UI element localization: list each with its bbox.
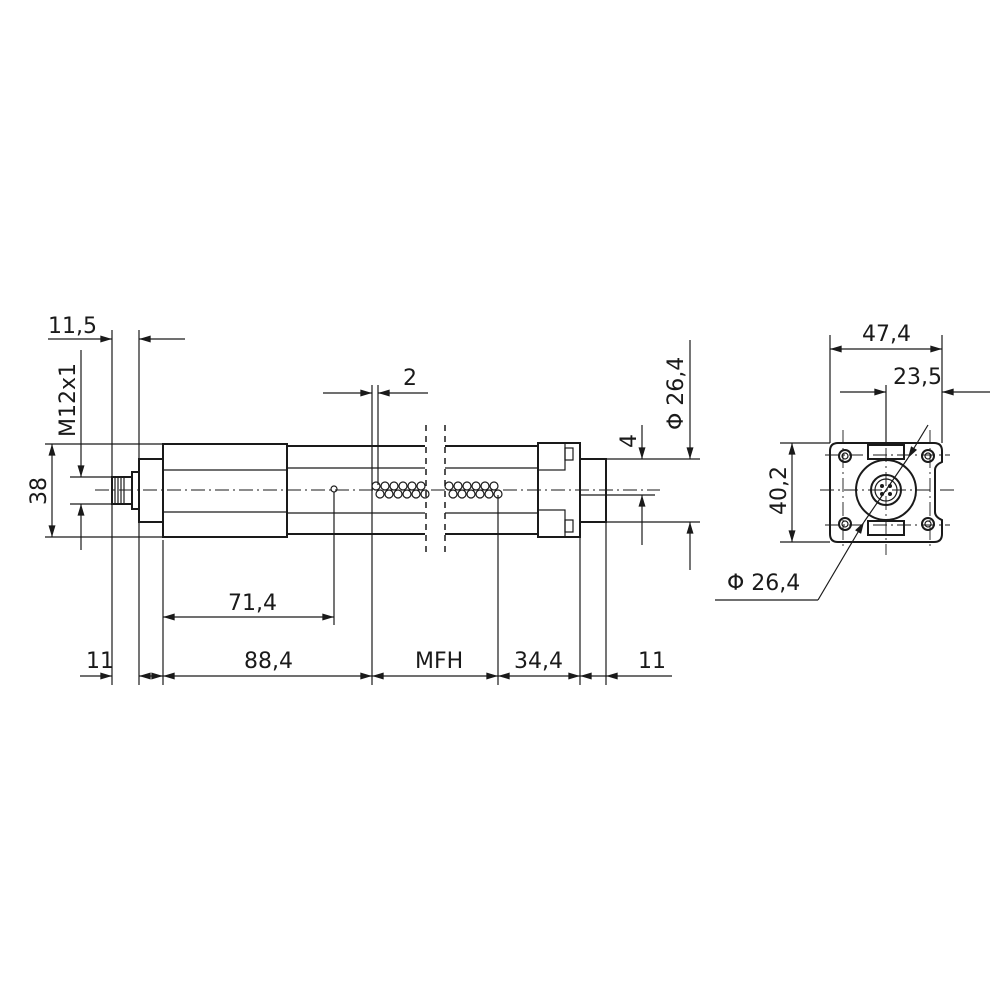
magnet: [453, 481, 463, 491]
end-block: [537, 442, 607, 538]
dim-diameter: Φ 26,4: [664, 357, 689, 430]
dim-magnet-position: 71,4: [228, 591, 277, 616]
magnet: [489, 481, 499, 491]
magnet: [416, 481, 426, 491]
dim-width: 47,4: [862, 322, 911, 347]
end-plate: [829, 442, 943, 543]
magnet: [462, 481, 472, 491]
magnet: [448, 489, 458, 499]
flange: [138, 458, 164, 523]
dim-end-height: 40,2: [767, 466, 792, 515]
magnet: [420, 489, 430, 499]
dim-thread: M12x1: [56, 363, 81, 437]
magnet: [480, 481, 490, 491]
magnet: [484, 489, 494, 499]
end-view: 47,4 23,5 40,2 Φ 26,4: [715, 322, 990, 601]
magnet: [375, 489, 385, 499]
magnet: [398, 481, 408, 491]
magnet: [389, 481, 399, 491]
magnet: [402, 489, 412, 499]
magnet-array: [371, 481, 503, 499]
dim-height: 38: [27, 477, 52, 505]
flange-circle: [855, 459, 917, 521]
dim-dead-zone-start: 88,4: [244, 649, 293, 674]
side-view: 11,5 M12x1 38 2 4 Φ 26,4 71,4 11 88,4 MF…: [27, 314, 700, 685]
magnet: [380, 481, 390, 491]
magnet: [384, 489, 394, 499]
dim-right-end: 11: [638, 649, 666, 674]
connector-face: [870, 474, 902, 506]
magnet: [475, 489, 485, 499]
dim-end-diameter: Φ 26,4: [727, 571, 800, 596]
magnet: [471, 481, 481, 491]
sensor-head: [162, 443, 288, 538]
dim-offset: 4: [617, 434, 642, 448]
dim-magnet-pitch: 2: [403, 366, 417, 391]
end-view-dimension-lines: [715, 335, 990, 601]
profile-tube: [287, 425, 538, 555]
dim-connector-length: 11,5: [48, 314, 97, 339]
magnet: [466, 489, 476, 499]
mounting-holes: [838, 449, 935, 531]
magnet-marker: [330, 485, 338, 493]
m12-connector: [111, 471, 140, 510]
dim-dead-zone-end: 34,4: [514, 649, 563, 674]
extension-lines: [45, 330, 700, 685]
magnet: [407, 481, 417, 491]
magnet: [393, 489, 403, 499]
dimension-lines: [48, 335, 694, 680]
dim-left-end: 11: [86, 649, 114, 674]
dim-half-width: 23,5: [893, 365, 942, 390]
dim-measuring-range: MFH: [415, 649, 463, 674]
magnet: [371, 481, 381, 491]
magnet: [444, 481, 454, 491]
magnet: [411, 489, 421, 499]
magnet: [457, 489, 467, 499]
